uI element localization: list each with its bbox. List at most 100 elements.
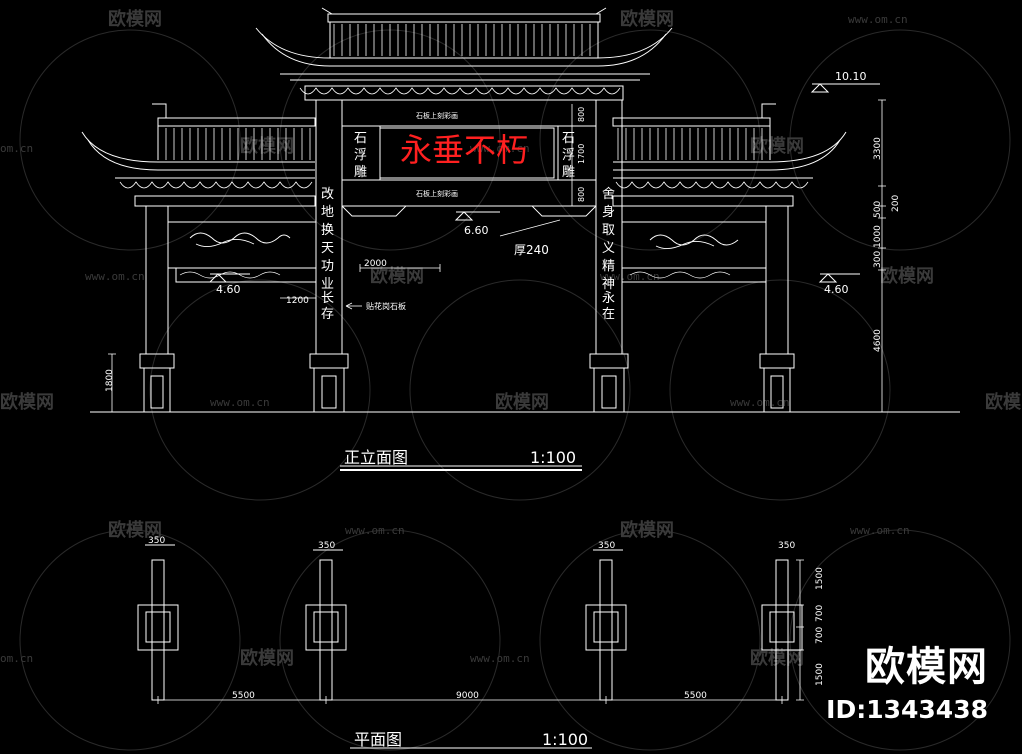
couplet-left-char: 改 [321,187,334,202]
central-brackets [299,87,621,95]
watermark-url: www.om.cn [848,13,908,26]
dim-1700: 1700 [577,144,586,164]
watermark-circles [19,29,1011,751]
couplet-right-char: 精 [602,259,615,274]
couplet-left-char: 长 [321,291,334,306]
plaque-left-char: 雕 [354,165,367,180]
plaque-right-char: 雕 [562,165,575,180]
plaque-left-char: 石 [354,131,367,146]
plan-title: 平面图 [354,730,402,749]
plan-dim-5500-right: 5500 [684,691,707,701]
watermark-brand: 欧模网 [240,135,294,157]
plan-dims [157,559,804,704]
dim-800-bottom: 800 [577,187,586,202]
side-panels [167,205,767,283]
couplet-right-char: 在 [602,307,615,322]
thickness-label: 厚240 [514,243,549,257]
level-markers [208,83,880,283]
watermark-brand: 欧模网 [620,8,674,30]
couplet-right-char: 身 [602,204,615,220]
couplet-right-char: 义 [602,241,615,256]
watermark-url: www.om.cn [345,524,405,537]
watermark-brand: 欧模网 [370,265,424,287]
brand-id-text: ID:1343438 [826,695,988,724]
dim-1800: 1800 [105,369,115,392]
level-right: 4.60 [824,283,849,296]
elevation-scale: 1:100 [530,448,576,467]
central-plaque-frame [341,99,597,207]
couplet-right-char: 舍 [602,187,615,202]
columns [139,99,795,413]
level-left: 4.60 [216,283,241,296]
watermark-brand: 欧模网 [108,519,162,541]
central-roof [255,7,673,101]
elevation-texts: 永垂不朽 石板上刻彩画 石板上刻彩画 石 浮 雕 石 浮 雕 改 地 换 天 功… [105,70,901,467]
elevation-dims-right [108,99,886,413]
plan-col-350: 350 [778,541,795,551]
watermark-url: www.om.cn [730,396,790,409]
right-roof-tiles [615,128,809,189]
plan-texts: 350 350 350 350 5500 9000 5500 1500 700 … [148,536,825,749]
dim-200: 200 [891,195,901,212]
couplet-note: 贴花岗石板 [366,301,406,311]
right-roof [612,103,847,207]
plan-dim-9000: 9000 [456,691,479,701]
elevation-title: 正立面图 [344,448,408,467]
plan-pillar-1 [137,544,179,701]
plaque-main-title: 永垂不朽 [400,131,528,169]
dim-4600: 4600 [873,329,883,352]
plan-dim-1500-top: 1500 [815,567,825,590]
plan-col-350: 350 [318,541,335,551]
plaque-bottom-note: 石板上刻彩画 [416,189,458,198]
watermark-brand: 欧模网 [240,647,294,669]
plan-pillar-2 [305,549,347,701]
plan-pillar-4 [761,559,803,701]
watermark-url: www.om.cn [470,652,530,665]
couplet-left-char: 天 [321,241,334,256]
left-roof [81,103,316,207]
couplet-left-char: 功 [321,259,334,274]
couplet-left-char: 业 [321,277,334,292]
couplet-right-char: 永 [602,291,615,306]
dim-1000: 1000 [873,225,883,248]
watermark-texts: 欧模网 欧模网 www.om.cn om.cn 欧模网 www.om.cn 欧模… [0,8,1022,669]
plan-dim-1500-bottom: 1500 [815,663,825,686]
front-elevation [81,7,960,471]
central-roof-tiles [333,24,591,56]
watermark-brand: 欧模网 [985,391,1022,413]
level-mid: 6.60 [464,224,489,237]
couplet-left-char: 存 [321,307,334,322]
watermark-brand: 欧模网 [620,519,674,541]
dim-300: 300 [873,251,883,268]
plan-dim-700: 700 [815,605,825,622]
watermark-url: om.cn [0,142,33,155]
plaque-right-char: 浮 [562,148,575,163]
plan-col-350: 350 [148,536,165,546]
plan-col-350: 350 [598,541,615,551]
dim-800-top: 800 [577,107,586,122]
couplet-right-char: 取 [602,223,615,238]
watermark-brand: 欧模网 [750,135,804,157]
couplet-right-char: 神 [602,277,615,292]
couplet-left-char: 换 [321,223,334,238]
dim-500: 500 [873,201,883,218]
watermark-brand: 欧模网 [750,647,804,669]
dim-3300: 3300 [873,137,883,160]
plan-scale: 1:100 [542,730,588,749]
brand-logo-text: 欧模网 [865,644,988,690]
watermark-brand: 欧模网 [0,391,54,413]
watermark-url: www.om.cn [210,396,270,409]
plaque-right-char: 石 [562,131,575,146]
watermark-url: om.cn [0,652,33,665]
plan-dim-700: 700 [815,627,825,644]
watermark-url: www.om.cn [85,270,145,283]
left-roof-tiles [119,128,313,189]
watermark-url: www.om.cn [470,142,530,155]
couplet-left-char: 地 [321,205,334,220]
watermark-brand: 欧模网 [495,391,549,413]
plan-view [137,544,804,749]
plaque-left-char: 浮 [354,148,367,163]
watermark-brand: 欧模网 [880,265,934,287]
